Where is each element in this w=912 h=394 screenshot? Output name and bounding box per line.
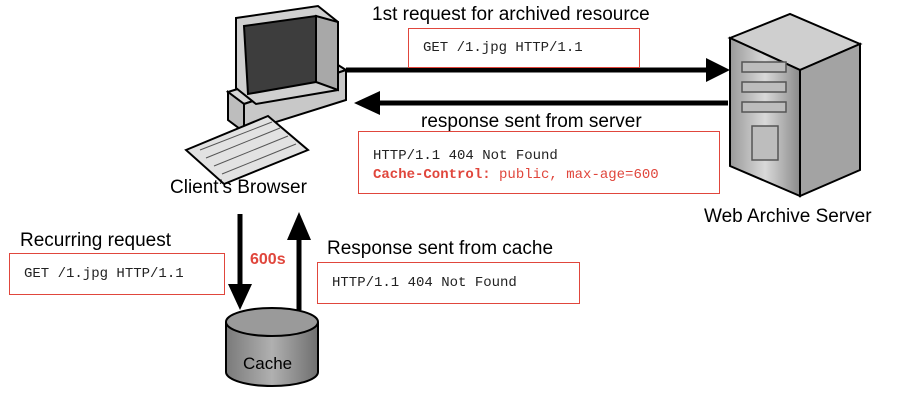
- recurring-request-label: Recurring request: [20, 230, 172, 251]
- cache-response-arrow: [287, 212, 311, 310]
- response-from-cache-label: Response sent from cache: [327, 238, 554, 259]
- cache-cylinder-icon: [225, 307, 319, 387]
- response-arrow: [354, 91, 728, 115]
- client-browser-label: Client’s Browser: [170, 177, 307, 198]
- server-status-line: HTTP/1.1 404 Not Found: [373, 148, 558, 164]
- response-from-server-label: response sent from server: [421, 111, 642, 132]
- first-request-label: 1st request for archived resource: [372, 4, 650, 25]
- request-arrow: [346, 58, 730, 82]
- ttl-label: 600s: [250, 251, 286, 268]
- web-archive-server-icon: [727, 12, 863, 198]
- client-computer-icon: [184, 4, 349, 186]
- first-request-box: GET /1.jpg HTTP/1.1: [408, 28, 640, 68]
- server-response-box: HTTP/1.1 404 Not Found Cache-Control: pu…: [358, 131, 720, 194]
- cache-control-key: Cache-Control:: [373, 167, 491, 183]
- cache-control-line: Cache-Control: public, max-age=600: [373, 166, 719, 185]
- recurring-request-line: GET /1.jpg HTTP/1.1: [24, 266, 184, 282]
- cache-status-line: HTTP/1.1 404 Not Found: [332, 275, 517, 291]
- first-request-line: GET /1.jpg HTTP/1.1: [423, 40, 583, 56]
- recurring-request-arrow: [228, 214, 252, 310]
- recurring-request-box: GET /1.jpg HTTP/1.1: [9, 253, 225, 295]
- web-archive-server-label: Web Archive Server: [704, 206, 872, 227]
- cache-control-value: public, max-age=600: [490, 167, 659, 183]
- cache-response-box: HTTP/1.1 404 Not Found: [317, 262, 580, 304]
- cache-label: Cache: [243, 354, 293, 373]
